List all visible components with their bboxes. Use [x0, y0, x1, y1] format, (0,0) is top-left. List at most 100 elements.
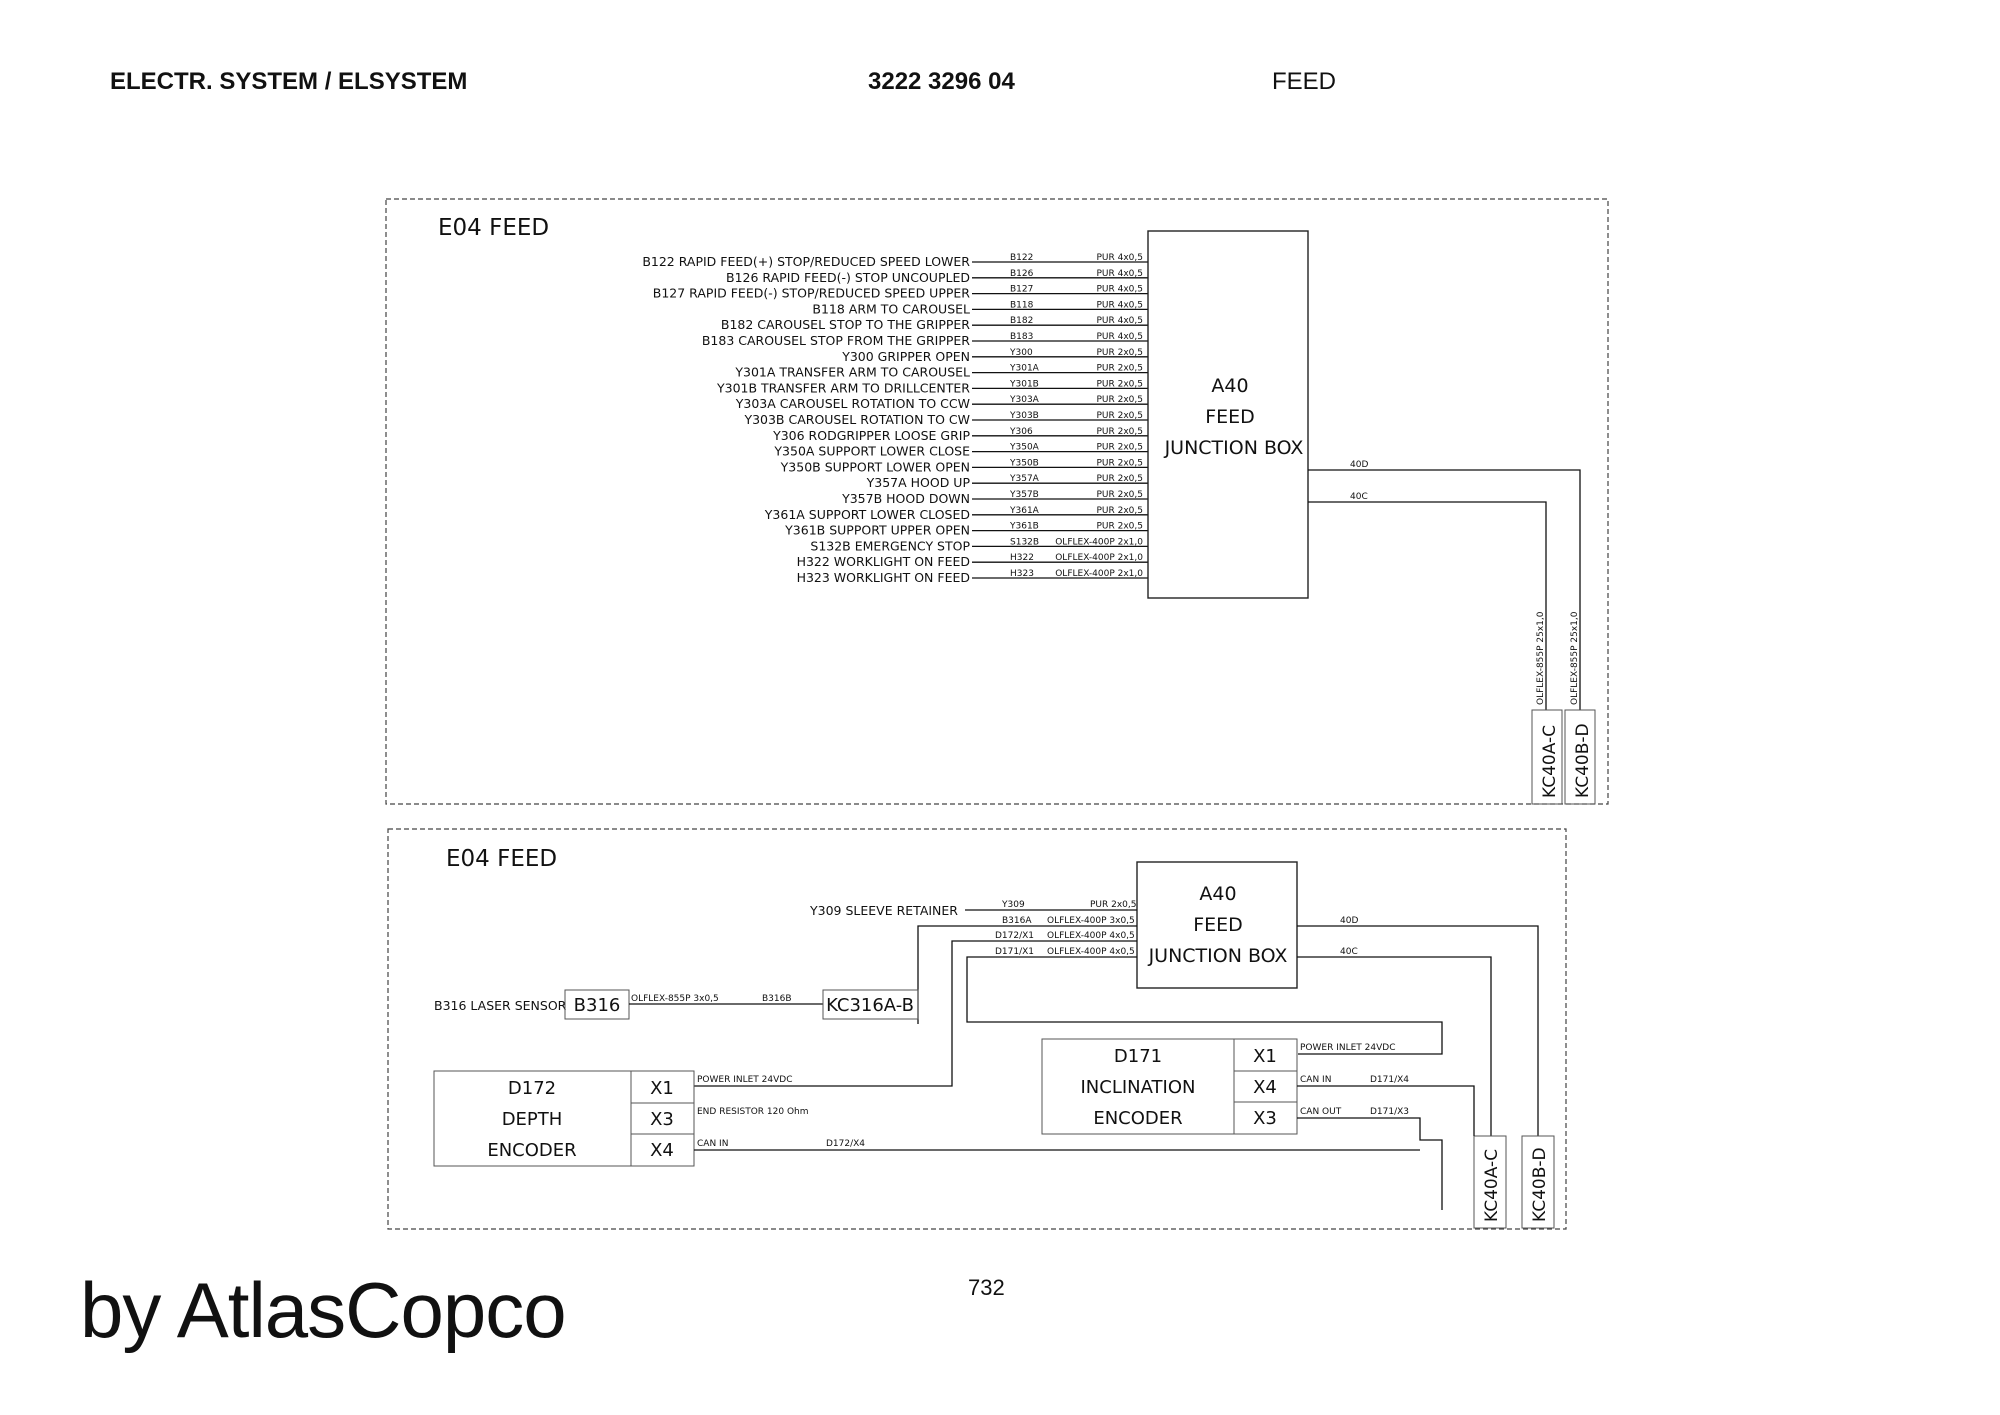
signal-label: Y303B CAROUSEL ROTATION TO CW	[743, 412, 970, 427]
wire-label-40c: 40C	[1340, 947, 1358, 957]
signal-label: Y350A SUPPORT LOWER CLOSE	[773, 444, 970, 459]
d172-x3-label: END RESISTOR 120 Ohm	[697, 1107, 809, 1117]
kc316a-b-box	[822, 989, 919, 1020]
signal-tag: H322	[1010, 553, 1034, 563]
cable-d171-x1: OLFLEX-400P 4x0,5	[1047, 947, 1135, 957]
watermark-footer: by AtlasCopco	[80, 1266, 567, 1354]
signal-cable: OLFLEX-400P 2x1,0	[1055, 553, 1143, 563]
tag-d171-x1: D171/X1	[995, 947, 1034, 957]
diagram-1-frame	[385, 198, 1609, 805]
d171-x3-tag: D171/X3	[1370, 1107, 1409, 1117]
signal-tag: Y300	[1009, 348, 1033, 358]
document-title: ELECTR. SYSTEM / ELSYSTEM	[110, 68, 468, 95]
d171-port-x3: X3	[1253, 1108, 1277, 1129]
wire-40d	[1308, 469, 1581, 710]
signal-cable: PUR 2x0,5	[1097, 364, 1144, 374]
diagram-1: E04 FEED B122 RAPID FEED(+) STOP/REDUCED…	[385, 198, 1609, 805]
wire-40d	[1297, 925, 1539, 1136]
signal-tag: Y361B	[1009, 522, 1039, 532]
signal-tag: Y303B	[1009, 411, 1039, 421]
signal-cable: PUR 4x0,5	[1097, 316, 1144, 326]
signal-cable: PUR 2x0,5	[1097, 379, 1144, 389]
signal-tag: B183	[1010, 332, 1033, 342]
junction-box-type: JUNCTION BOX	[1148, 945, 1288, 967]
signal-cable: PUR 2x0,5	[1097, 522, 1144, 532]
signal-cable: PUR 2x0,5	[1097, 395, 1144, 405]
wire-40c	[1297, 956, 1492, 1136]
signal-tag: B118	[1010, 300, 1034, 310]
signal-label: Y303A CAROUSEL ROTATION TO CCW	[735, 396, 970, 411]
signal-label: S132B EMERGENCY STOP	[810, 538, 970, 553]
signal-tag: B126	[1010, 269, 1034, 279]
document-code: 3222 3296 04	[868, 68, 1015, 95]
wire-label-40d: 40D	[1340, 916, 1358, 926]
d172-type: ENCODER	[487, 1140, 576, 1161]
signal-label: H323 WORKLIGHT ON FEED	[797, 570, 970, 585]
junction-box-a40	[1147, 230, 1309, 599]
signal-label: H322 WORKLIGHT ON FEED	[797, 554, 970, 569]
d172-name: DEPTH	[502, 1109, 563, 1130]
wire-label-40d: 40D	[1350, 460, 1368, 470]
cable-d172-x1: OLFLEX-400P 4x0,5	[1047, 931, 1135, 941]
signal-label: Y361A SUPPORT LOWER CLOSED	[764, 507, 970, 522]
junction-box-type: JUNCTION BOX	[1164, 437, 1304, 459]
cable-b316a: OLFLEX-400P 3x0,5	[1047, 916, 1135, 926]
signal-label: B122 RAPID FEED(+) STOP/REDUCED SPEED LO…	[642, 254, 970, 269]
signal-cable: OLFLEX-400P 2x1,0	[1055, 537, 1143, 547]
wire-label-40c: 40C	[1350, 492, 1368, 502]
d172-id: D172	[508, 1078, 556, 1099]
diagram-2-frame	[387, 828, 1567, 1230]
signal-tag: Y303A	[1009, 395, 1040, 405]
connector-kc40a-c	[1473, 1135, 1507, 1229]
signal-cable: PUR 4x0,5	[1097, 253, 1144, 263]
signal-label: Y301B TRANSFER ARM TO DRILLCENTER	[716, 380, 970, 395]
junction-box-name: FEED	[1205, 406, 1255, 428]
signal-tag: Y350A	[1009, 443, 1040, 453]
signal-cable: PUR 2x0,5	[1097, 490, 1144, 500]
laser-sensor-label: B316 LASER SENSOR	[434, 998, 567, 1013]
page-number: 732	[968, 1275, 1005, 1300]
connector-kc40b-d	[1521, 1135, 1555, 1229]
signal-tag: Y301B	[1009, 379, 1039, 389]
connector-kc40a-c	[1531, 709, 1563, 805]
signal-tag: Y357B	[1009, 490, 1039, 500]
signal-cable: PUR 2x0,5	[1097, 474, 1144, 484]
signal-label: B182 CAROUSEL STOP TO THE GRIPPER	[721, 317, 970, 332]
d172-encoder-box	[433, 1070, 695, 1167]
tag-d172-x1: D172/X1	[995, 931, 1034, 941]
tag-b316b: B316B	[762, 994, 792, 1004]
signal-tag: B122	[1010, 253, 1033, 263]
signal-label: Y361B SUPPORT UPPER OPEN	[784, 523, 970, 538]
d171-x4-tag: D171/X4	[1370, 1075, 1409, 1085]
connector-kc40b-d	[1564, 709, 1596, 805]
d172-port-x3: X3	[650, 1109, 674, 1130]
junction-box-name: FEED	[1193, 914, 1243, 936]
signal-label: Y357A HOOD UP	[866, 475, 971, 490]
d171-name: INCLINATION	[1081, 1077, 1196, 1098]
signal-label: Y350B SUPPORT LOWER OPEN	[780, 459, 970, 474]
signal-cable: PUR 2x0,5	[1097, 427, 1144, 437]
signal-tag: S132B	[1010, 537, 1039, 547]
signal-tag: Y361A	[1009, 506, 1040, 516]
diagram-2-title: E04 FEED	[446, 846, 557, 872]
signal-tag: Y301A	[1009, 364, 1040, 374]
d171-x1-label: POWER INLET 24VDC	[1300, 1043, 1395, 1053]
cable-label-c: OLFLEX-855P 25x1,0	[1536, 611, 1546, 705]
signal-label: B127 RAPID FEED(-) STOP/REDUCED SPEED UP…	[653, 286, 971, 301]
cable-y309: PUR 2x0,5	[1090, 900, 1137, 910]
signal-tag: Y350B	[1009, 458, 1039, 468]
cable-b316b: OLFLEX-855P 3x0,5	[631, 994, 719, 1004]
signal-list: B122 RAPID FEED(+) STOP/REDUCED SPEED LO…	[642, 253, 1148, 585]
connector-label-kc40b-d: KC40B-D	[1573, 723, 1593, 798]
diagram-2: E04 FEED A40 FEED JUNCTION BOX Y309 SLEE…	[387, 828, 1567, 1230]
signal-cable: PUR 4x0,5	[1097, 300, 1144, 310]
cable-label-d: OLFLEX-855P 25x1,0	[1570, 611, 1580, 705]
connector-label-kc40b-d: KC40B-D	[1530, 1147, 1550, 1222]
junction-box-id: A40	[1211, 375, 1248, 397]
d172-x4-tag: D172/X4	[826, 1139, 865, 1149]
d172-port-x1: X1	[650, 1078, 674, 1099]
junction-box-a40	[1136, 861, 1298, 989]
b316-label: B316	[574, 995, 621, 1016]
signal-label: B118 ARM TO CAROUSEL	[812, 301, 970, 316]
